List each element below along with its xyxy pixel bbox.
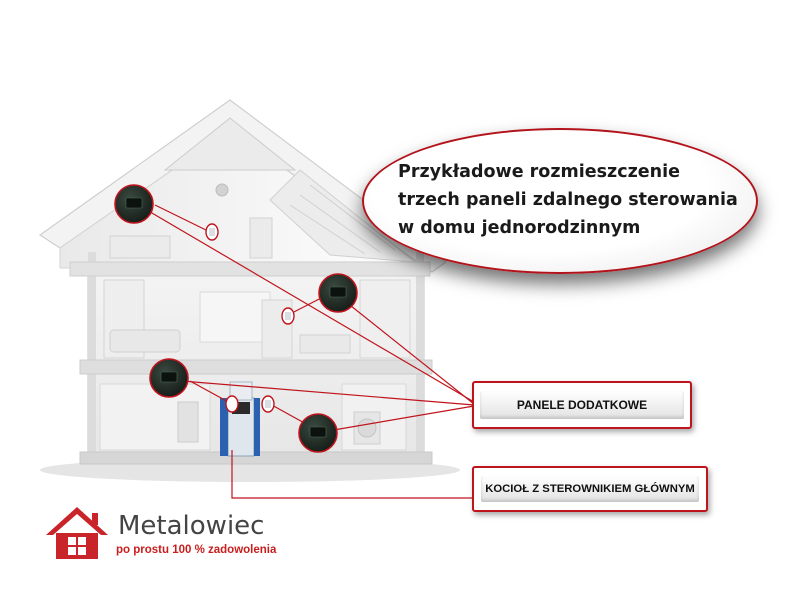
callout-line-3: w domu jednorodzinnym — [398, 214, 758, 242]
callout-text: Przykładowe rozmieszczenie trzech paneli… — [398, 158, 758, 242]
label-additional-panels: PANELE DODATKOWE — [472, 381, 692, 429]
thermostat-panel-basement-left — [150, 359, 188, 397]
label-boiler-main-controller: KOCIOŁ Z STEROWNIKIEM GŁÓWNYM — [472, 466, 708, 512]
label-boiler-main-controller-text: KOCIOŁ Z STEROWNIKIEM GŁÓWNYM — [481, 476, 699, 503]
house-logo-icon — [44, 505, 110, 561]
thermostat-panel-attic — [115, 185, 153, 223]
callout-line-1: Przykładowe rozmieszczenie — [398, 158, 758, 186]
brand-logo: Metalowiec po prostu 100 % zadowolenia — [44, 505, 304, 565]
thermostat-panel-basement-right — [299, 414, 337, 452]
brand-name: Metalowiec — [118, 511, 264, 541]
brand-tagline: po prostu 100 % zadowolenia — [116, 544, 276, 556]
label-additional-panels-text: PANELE DODATKOWE — [480, 391, 683, 419]
thermostat-panel-ground-floor — [319, 274, 357, 312]
callout-line-2: trzech paneli zdalnego sterowania — [398, 186, 758, 214]
